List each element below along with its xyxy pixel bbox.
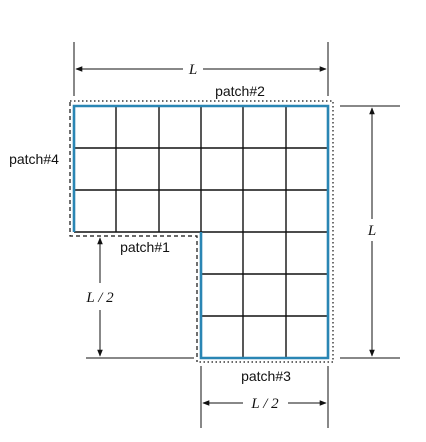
right-dimension: L bbox=[340, 105, 400, 359]
patch-1-boundary bbox=[69, 102, 198, 362]
domain-outline bbox=[72, 104, 330, 360]
bottom-dimension-label: L / 2 bbox=[250, 396, 279, 412]
bottom-dimension: L / 2 bbox=[200, 366, 329, 428]
left-dimension-label: L / 2 bbox=[85, 290, 114, 306]
patch-4-label: patch#4 bbox=[9, 151, 59, 167]
patch-2-label: patch#2 bbox=[215, 83, 265, 99]
right-dimension-label: L bbox=[367, 223, 376, 239]
top-dimension: L bbox=[73, 42, 329, 96]
patch-3-label: patch#3 bbox=[241, 368, 291, 384]
top-dimension-label: L bbox=[188, 62, 197, 78]
patch-1-label: patch#1 bbox=[120, 239, 170, 255]
left-dimension: L / 2 bbox=[85, 237, 194, 359]
patch-2-boundary bbox=[70, 100, 334, 363]
